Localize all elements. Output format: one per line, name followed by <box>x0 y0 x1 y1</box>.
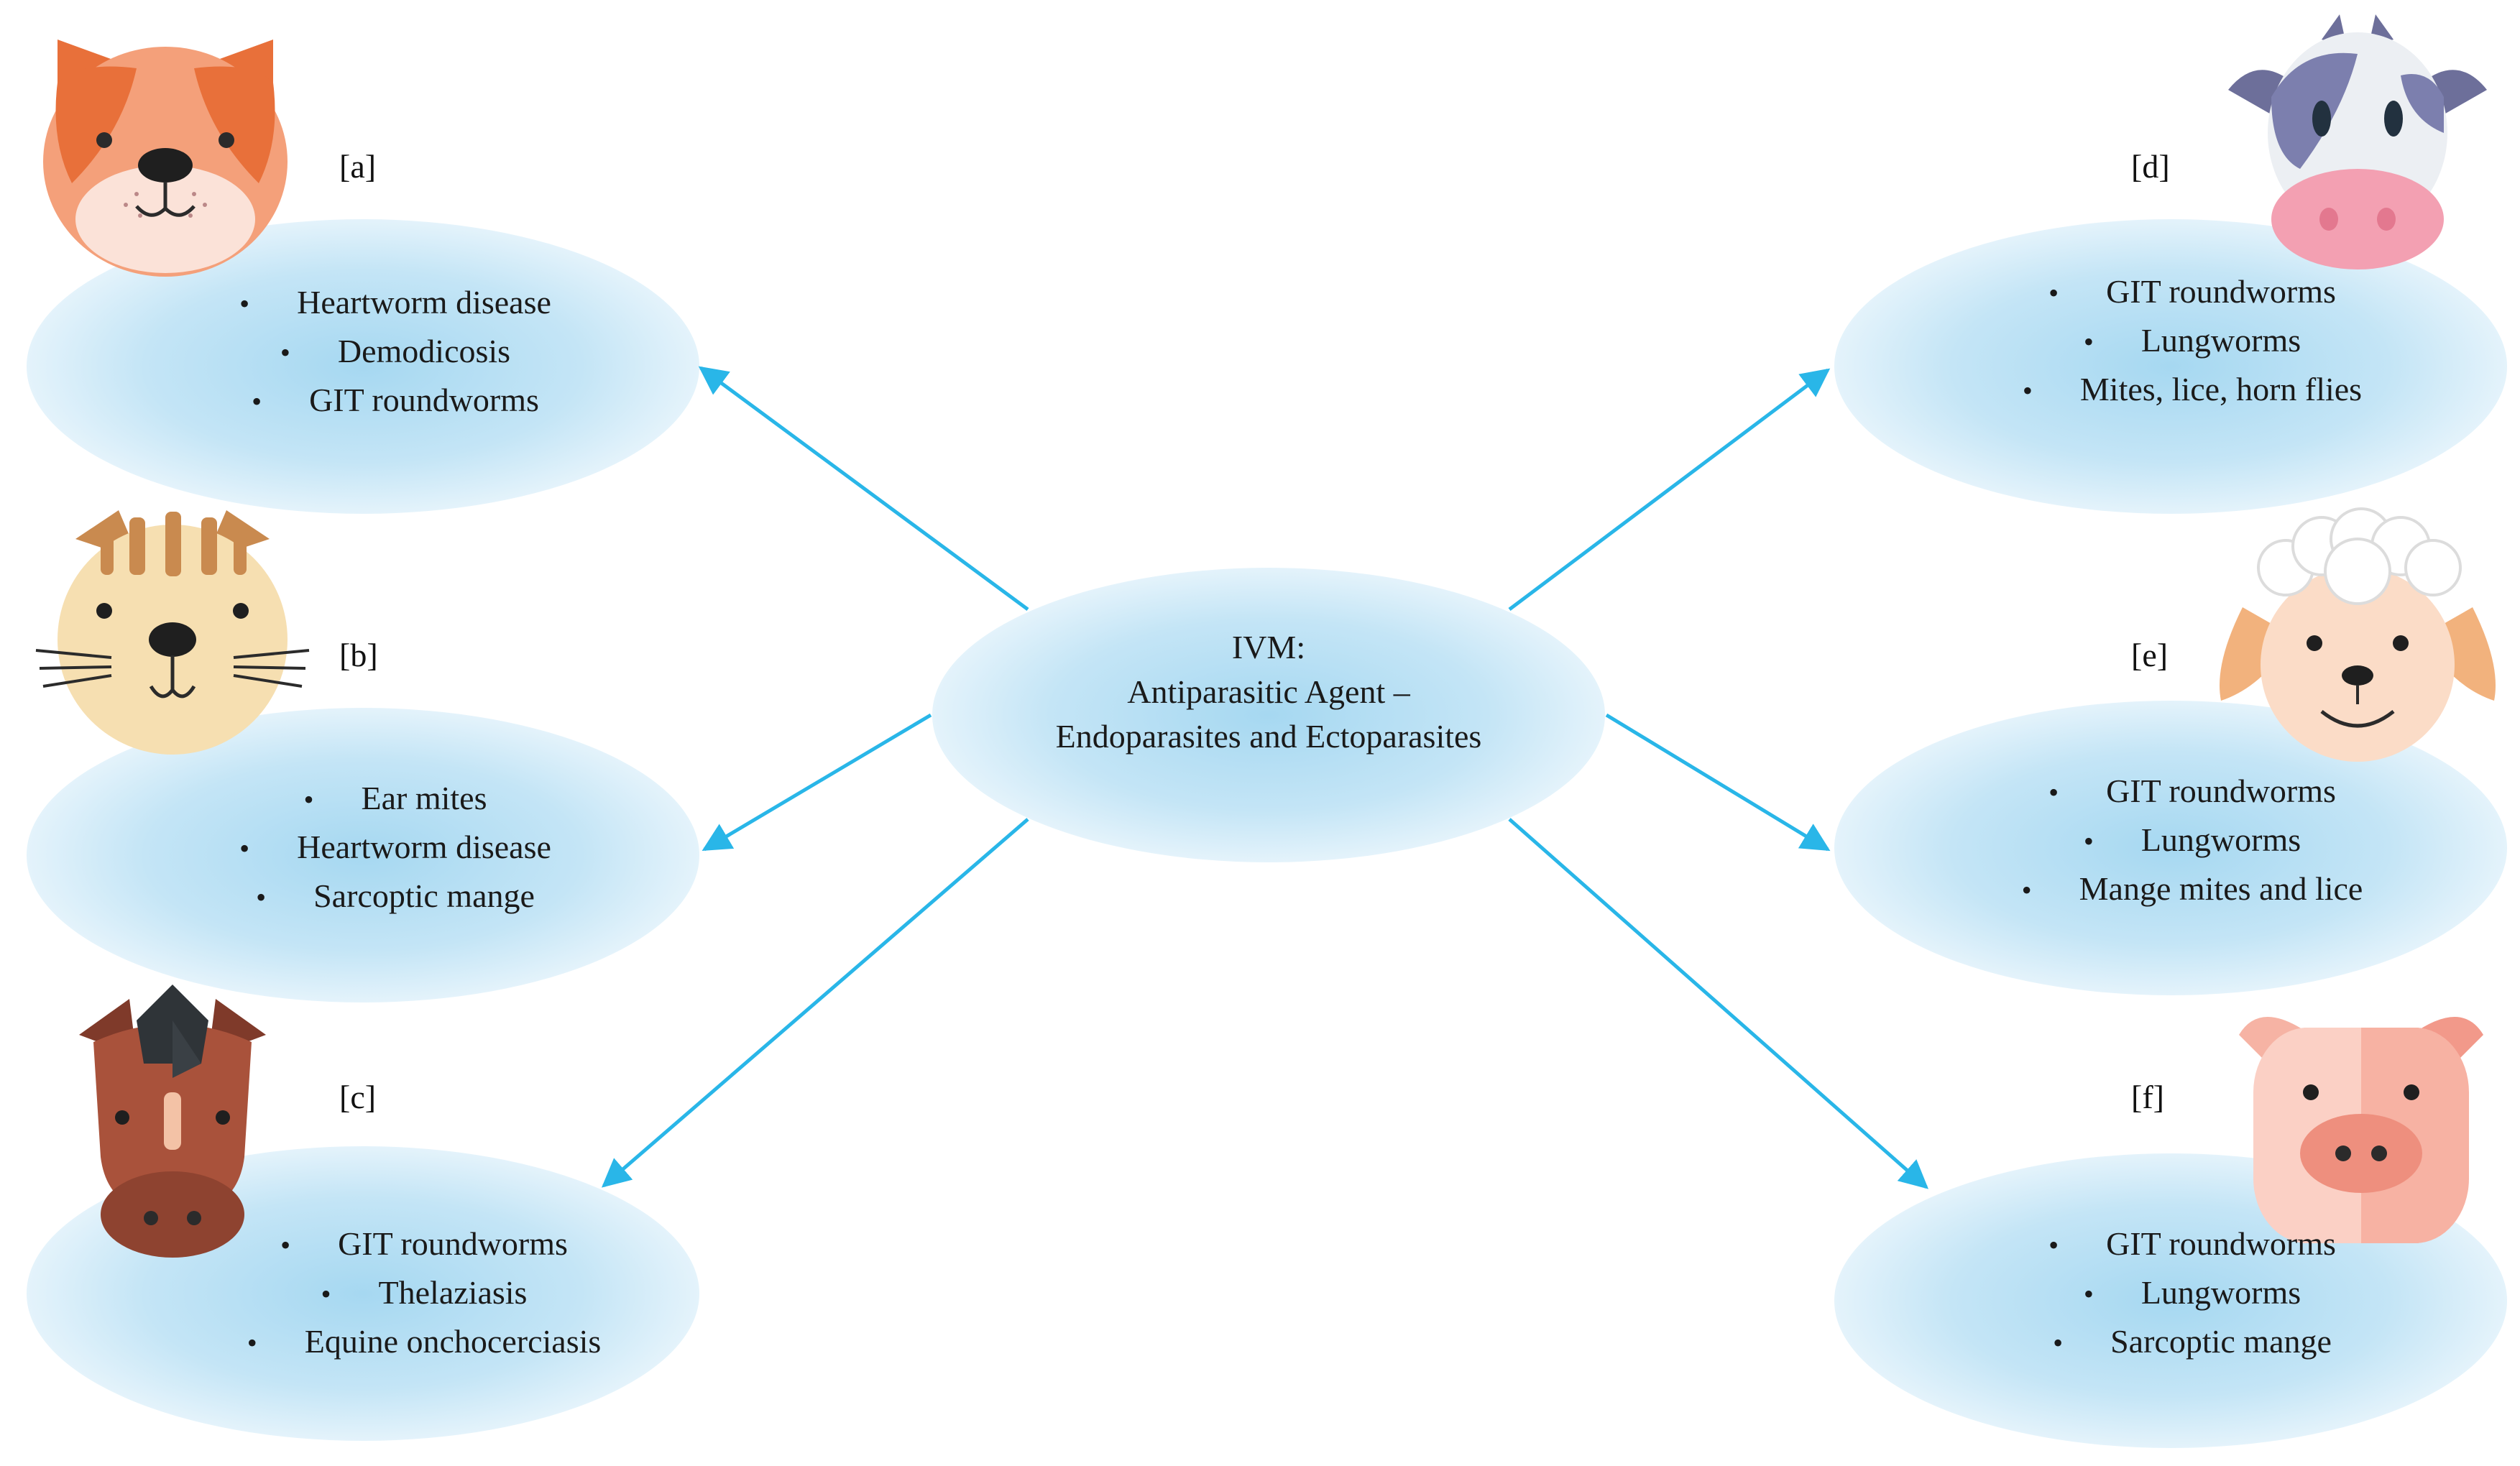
cow-face-icon <box>2228 14 2487 269</box>
pig-face-icon <box>2239 1017 2483 1243</box>
list-item: Lungworms <box>2022 816 2363 865</box>
list-item: Heartworm disease <box>239 279 551 328</box>
arrow-to-b <box>702 713 932 852</box>
dog-face-icon <box>43 40 288 277</box>
arrow-to-d <box>1508 368 1831 611</box>
arrow-to-c <box>601 818 1029 1188</box>
node-e: GIT roundworms Lungworms Mange mites and… <box>1941 769 2444 913</box>
arrow-to-a <box>698 366 1029 612</box>
list-item: Equine onchocerciasis <box>247 1318 602 1367</box>
list-item: Ear mites <box>239 775 551 824</box>
center-line-3: Endoparasites and Ectoparasites <box>1055 718 1482 755</box>
node-b: Ear mites Heartworm disease Sarcoptic ma… <box>144 776 647 920</box>
horse-face-icon <box>79 985 266 1258</box>
arrow-to-f <box>1508 818 1928 1189</box>
list-item: Mange mites and lice <box>2022 865 2363 914</box>
list-item: Heartworm disease <box>239 824 551 872</box>
list-d: GIT roundworms Lungworms Mites, lice, ho… <box>2023 268 2362 415</box>
tag-b: [b] <box>339 637 378 673</box>
center-line-1: IVM: <box>1231 629 1306 665</box>
node-c: GIT roundworms Thelaziasis Equine onchoc… <box>173 1222 676 1365</box>
list-e: GIT roundworms Lungworms Mange mites and… <box>2022 767 2363 914</box>
list-c: GIT roundworms Thelaziasis Equine onchoc… <box>247 1220 602 1367</box>
list-item: Sarcoptic mange <box>2048 1318 2336 1367</box>
tag-a: [a] <box>339 148 377 185</box>
list-item: Lungworms <box>2048 1269 2336 1318</box>
arrow-to-e <box>1605 713 1831 852</box>
ellipse-center <box>932 568 1605 862</box>
list-item: Mites, lice, horn flies <box>2023 366 2362 415</box>
sheep-face-icon <box>2220 507 2496 762</box>
node-d: GIT roundworms Lungworms Mites, lice, ho… <box>1941 269 2444 413</box>
list-f: GIT roundworms Lungworms Sarcoptic mange <box>2048 1220 2336 1367</box>
tag-c: [c] <box>339 1079 377 1115</box>
tag-d: [d] <box>2131 148 2170 185</box>
center-label: IVM: Antiparasitic Agent – Endoparasites… <box>934 625 1603 759</box>
node-a: Heartworm disease Demodicosis GIT roundw… <box>144 280 647 424</box>
list-item: GIT roundworms <box>2022 767 2363 816</box>
list-item: Thelaziasis <box>247 1269 602 1318</box>
tag-f: [f] <box>2131 1079 2164 1115</box>
cat-face-icon <box>35 510 310 755</box>
list-item: GIT roundworms <box>247 1220 602 1269</box>
list-item: GIT roundworms <box>2048 1220 2336 1269</box>
list-b: Ear mites Heartworm disease Sarcoptic ma… <box>239 775 551 921</box>
list-a: Heartworm disease Demodicosis GIT roundw… <box>239 279 551 425</box>
list-item: GIT roundworms <box>239 377 551 425</box>
node-f: GIT roundworms Lungworms Sarcoptic mange <box>1941 1222 2444 1365</box>
center-line-2: Antiparasitic Agent – <box>1127 673 1410 710</box>
tag-e: [e] <box>2131 637 2169 673</box>
list-item: Lungworms <box>2023 317 2362 366</box>
list-item: Sarcoptic mange <box>239 872 551 921</box>
list-item: GIT roundworms <box>2023 268 2362 317</box>
list-item: Demodicosis <box>239 328 551 377</box>
